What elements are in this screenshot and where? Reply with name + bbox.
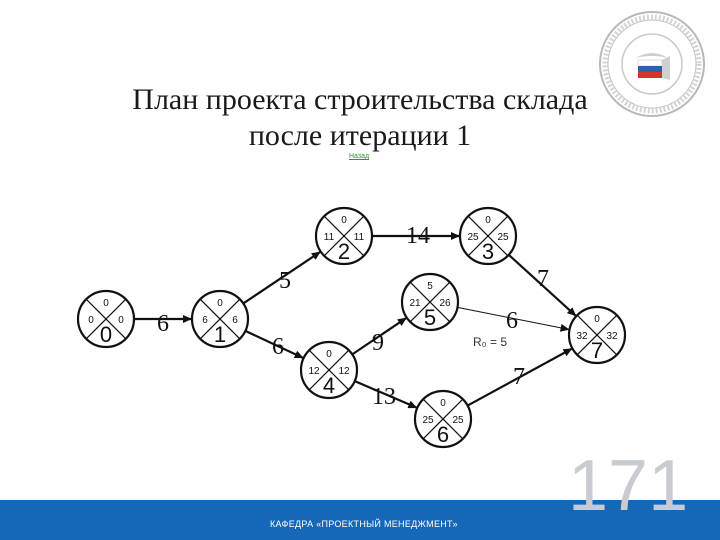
node-right-value: 32 — [606, 331, 618, 342]
node-right-value: 11 — [354, 232, 365, 243]
edge-label-5-7: 6 — [506, 308, 518, 334]
edge-6-7 — [467, 347, 573, 407]
footer-bar — [0, 500, 720, 540]
edge-1-4 — [244, 329, 304, 359]
edge-label-1-4: 6 — [272, 334, 284, 360]
node-7: 0 32 327 — [567, 305, 627, 365]
node-4: 0 12 124 — [299, 340, 359, 400]
node-left-value: 32 — [576, 331, 588, 342]
node-id: 2 — [338, 239, 350, 264]
node-divider — [85, 298, 127, 340]
university-seal-icon — [599, 11, 705, 117]
node-right-value: 12 — [338, 366, 350, 377]
edge-3-7 — [507, 254, 577, 317]
footer-text: КАФЕДРА «ПРОЕКТНЫЙ МЕНЕДЖМЕНТ» — [270, 519, 458, 529]
node-right-value: 25 — [497, 232, 509, 243]
node-early-value: 0 — [217, 298, 223, 309]
node-id: 1 — [214, 322, 226, 347]
title-line-1: План проекта строительства склада — [132, 83, 588, 116]
title-line-2: после итерации 1 — [248, 119, 472, 152]
node-left-value: 21 — [409, 298, 421, 309]
node-early-value: 5 — [427, 281, 433, 292]
node-right-value: 6 — [232, 315, 238, 326]
node-3: 0 25 253 — [458, 206, 518, 266]
edge-label-4-5: 9 — [372, 330, 384, 356]
edge-5-7 — [457, 306, 570, 332]
node-early-value: 0 — [341, 215, 347, 226]
node-left-value: 12 — [308, 366, 320, 377]
node-left-value: 11 — [324, 232, 335, 243]
node-id: 3 — [482, 239, 494, 264]
node-divider — [199, 298, 241, 340]
edge-label-6-7: 7 — [513, 364, 525, 390]
node-id: 6 — [437, 422, 449, 447]
node-6: 0 25 256 — [413, 389, 473, 449]
node-id: 4 — [323, 373, 335, 398]
node-early-value: 0 — [594, 314, 600, 325]
slide-number: 171 — [568, 446, 689, 526]
node-right-value: 26 — [439, 298, 451, 309]
edge-label-3-7: 7 — [537, 266, 549, 292]
node-left-value: 25 — [467, 232, 479, 243]
edge-label-4-6: 13 — [372, 384, 396, 410]
node-early-value: 0 — [440, 398, 446, 409]
node-1: 06 61 — [190, 289, 250, 349]
node-divider — [409, 281, 451, 323]
node-left-value: 0 — [88, 315, 94, 326]
node-early-value: 0 — [326, 349, 332, 360]
node-left-value: 6 — [202, 315, 208, 326]
edge-4-5 — [351, 317, 407, 356]
back-link[interactable]: Назад — [349, 153, 370, 160]
edge-1-2 — [242, 251, 321, 305]
slide-title: План проекта строительства склада после … — [100, 82, 620, 154]
node-early-value: 0 — [103, 298, 109, 309]
node-divider — [467, 215, 509, 257]
node-right-value: 25 — [452, 415, 464, 426]
node-right-value: 0 — [118, 315, 124, 326]
node-divider — [422, 398, 464, 440]
node-id: 7 — [591, 338, 603, 363]
extra-label: R₀ = 5 — [473, 335, 507, 349]
node-left-value: 25 — [422, 415, 434, 426]
edge-4-6 — [354, 380, 418, 409]
node-divider — [576, 314, 618, 356]
node-id: 5 — [424, 305, 436, 330]
node-early-value: 0 — [485, 215, 491, 226]
node-divider — [308, 349, 350, 391]
node-divider — [323, 215, 365, 257]
node-id: 0 — [100, 322, 112, 347]
edge-label-2-3: 14 — [406, 223, 430, 249]
edge-label-0-1: 6 — [157, 311, 169, 337]
edge-label-1-2: 5 — [279, 268, 291, 294]
